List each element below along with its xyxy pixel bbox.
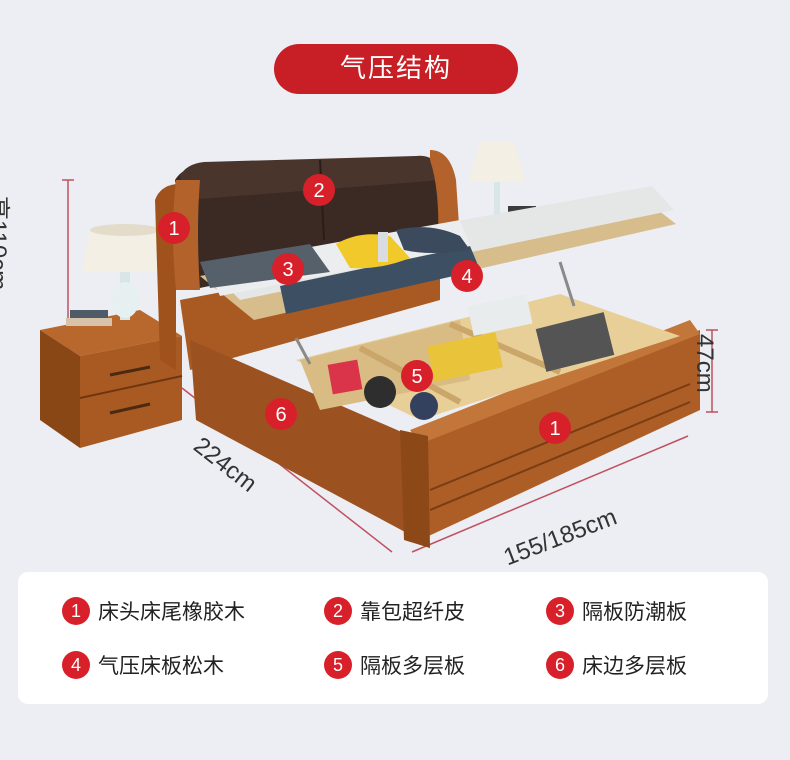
legend-item: 5 隔板多层板 (324, 650, 465, 680)
legend-number-badge: 6 (546, 651, 574, 679)
marker-4-bed-board: 4 (451, 260, 483, 292)
legend-number-badge: 2 (324, 597, 352, 625)
height-total-label: 高110cm (0, 196, 11, 291)
legend-number-badge: 4 (62, 651, 90, 679)
section-title-badge: 气压结构 (274, 44, 518, 94)
marker-1-headboard: 1 (158, 212, 190, 244)
legend-label: 隔板防潮板 (582, 600, 687, 624)
svg-text:5: 5 (411, 366, 422, 388)
legend-item: 3 隔板防潮板 (546, 596, 687, 626)
lifted-bed-board (200, 186, 676, 365)
legend-item: 6 床边多层板 (546, 650, 687, 680)
legend-item: 1 床头床尾橡胶木 (62, 596, 245, 626)
left-nightstand (40, 224, 183, 448)
legend-item: 2 靠包超纤皮 (324, 596, 465, 626)
legend-number-badge: 3 (546, 597, 574, 625)
marker-3-partition: 3 (272, 253, 304, 285)
legend-label: 床头床尾橡胶木 (98, 600, 245, 624)
bed-height-label: 47cm (691, 334, 718, 393)
marker-2-leather: 2 (303, 174, 335, 206)
legend-label: 隔板多层板 (360, 654, 465, 678)
legend-label: 靠包超纤皮 (360, 600, 465, 624)
bed-illustration: 1 2 3 4 5 1 6 (40, 142, 718, 553)
legend-item: 4 气压床板松木 (62, 650, 224, 680)
legend-label: 床边多层板 (582, 654, 687, 678)
svg-text:6: 6 (275, 404, 286, 426)
material-legend: 1 床头床尾橡胶木 2 靠包超纤皮 3 隔板防潮板 4 气压床板松木 5 隔板多… (18, 572, 768, 704)
marker-6-side-rail: 6 (265, 398, 297, 430)
marker-5-storage-partition: 5 (401, 360, 433, 392)
marker-1-footboard: 1 (539, 412, 571, 444)
svg-text:3: 3 (282, 259, 293, 281)
svg-text:1: 1 (549, 418, 560, 440)
svg-text:4: 4 (461, 266, 472, 288)
legend-number-badge: 5 (324, 651, 352, 679)
legend-number-badge: 1 (62, 597, 90, 625)
svg-text:2: 2 (313, 180, 324, 202)
legend-label: 气压床板松木 (98, 654, 224, 678)
svg-text:1: 1 (168, 218, 179, 240)
